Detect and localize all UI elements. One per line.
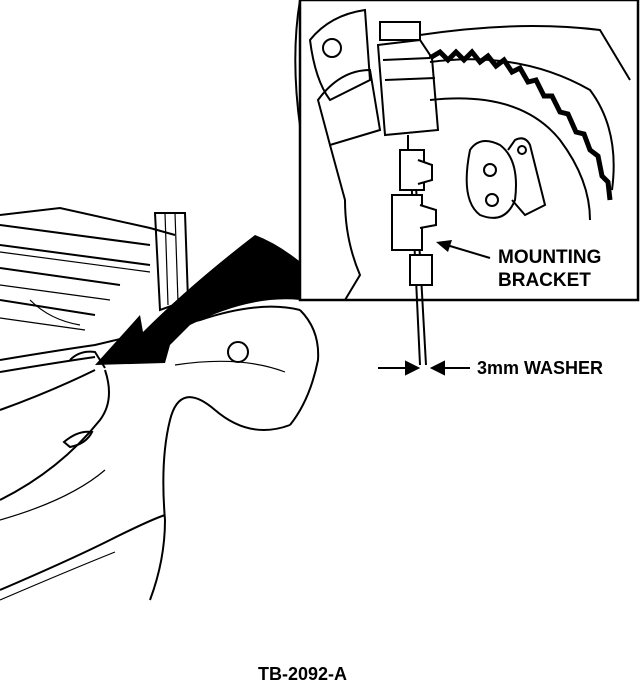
detail-inset (298, 0, 640, 366)
car-body (0, 206, 320, 601)
washer-dimension (378, 360, 470, 376)
mounting-bracket-label-line1: MOUNTING (498, 247, 601, 268)
figure-caption: TB-2092-A (258, 664, 347, 684)
striker-assembly (465, 137, 547, 219)
mounting-bracket-leader (436, 240, 491, 259)
weatherstrip (428, 48, 613, 201)
mounting-bracket (391, 149, 437, 286)
mounting-bracket-label-line2: BRACKET (498, 270, 591, 291)
washer-label: 3mm WASHER (477, 358, 603, 378)
